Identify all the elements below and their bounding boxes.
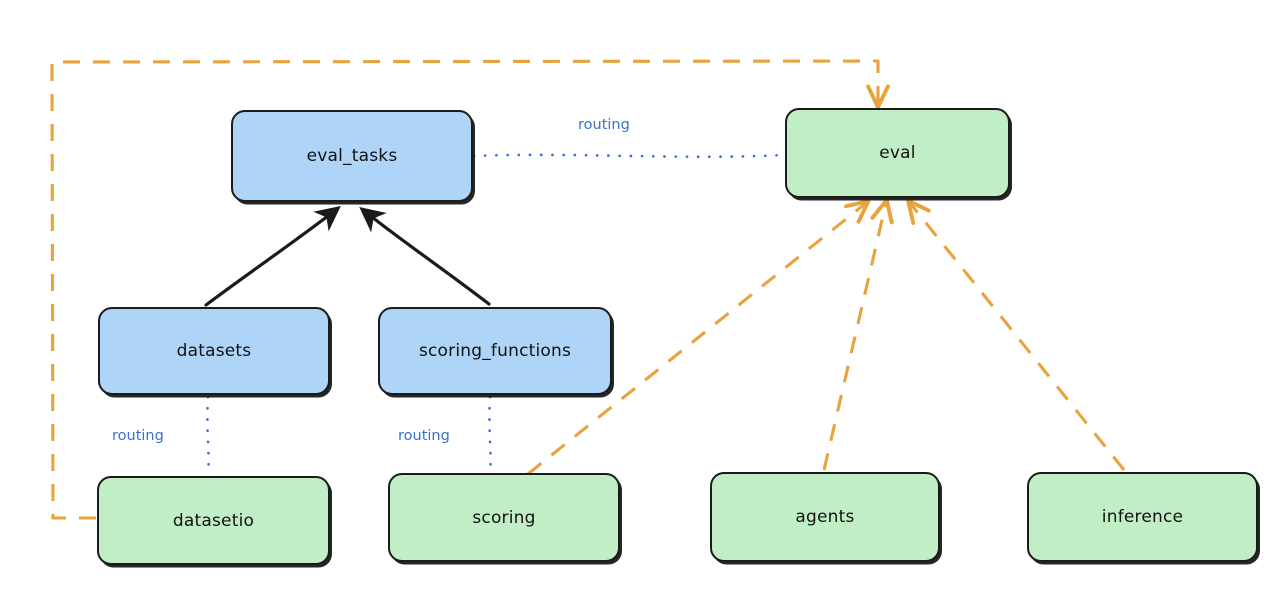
edge-label-routing-eval: routing [578,117,630,133]
node-eval[interactable]: eval [785,108,1010,198]
node-datasetio[interactable]: datasetio [97,476,330,565]
edge-agents-eval [822,198,894,471]
node-label: eval [879,143,916,163]
edge-eval_tasks-eval [472,153,786,158]
node-label: inference [1101,507,1184,527]
node-scoring[interactable]: scoring [388,473,620,562]
node-label: eval_tasks [306,146,398,166]
node-datasets[interactable]: datasets [98,307,330,395]
node-agents[interactable]: agents [710,472,940,562]
edge-scoring-eval [527,199,871,476]
node-inference[interactable]: inference [1027,472,1258,562]
node-label: agents [795,507,855,527]
edge-scoring_functions-eval_tasks [359,207,491,306]
node-label: scoring [472,507,536,528]
node-scoring-functions[interactable]: scoring_functions [378,307,612,395]
node-label: scoring_functions [418,341,572,361]
edge-datasets-eval_tasks [204,206,341,307]
edge-datasets-datasetio [206,395,210,477]
edge-inference-eval [906,198,1126,471]
node-label: datasets [176,341,252,361]
node-eval-tasks[interactable]: eval_tasks [231,110,473,202]
edge-scoring_functions-scoring [488,395,492,474]
node-label: datasetio [172,510,255,531]
edge-label-routing-scoring: routing [398,428,450,444]
edge-label-routing-datasetio: routing [112,428,164,444]
